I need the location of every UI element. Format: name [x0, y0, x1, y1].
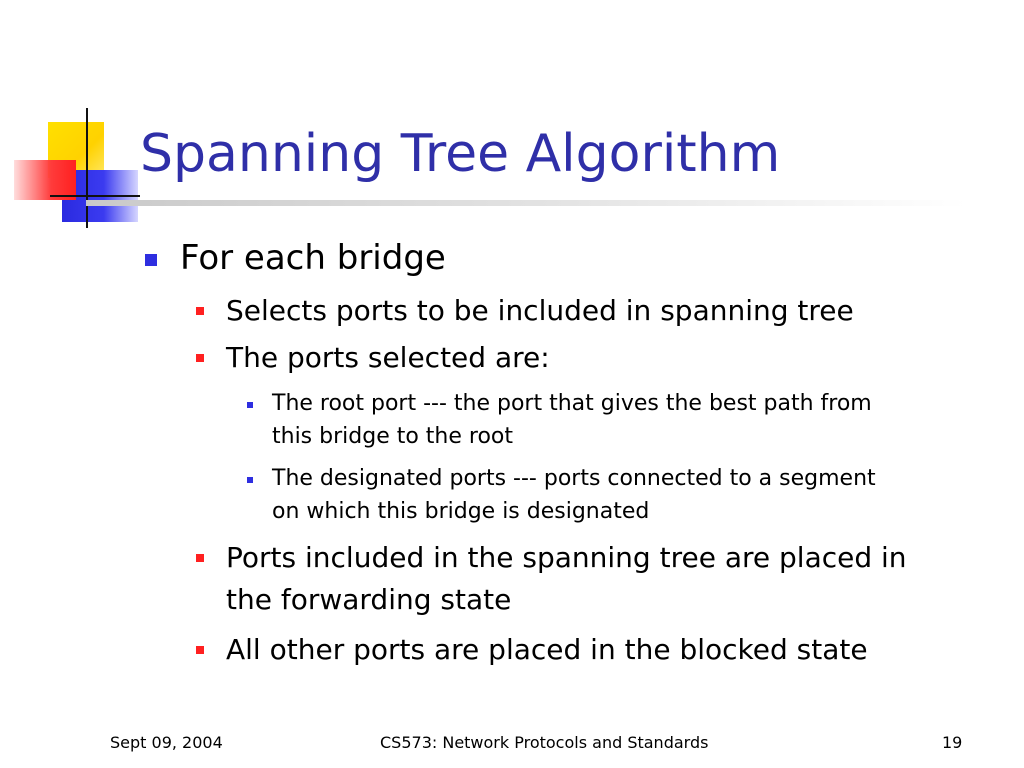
bullet-level3-text: The designated ports --- ports connected… [272, 466, 876, 491]
bullet-level3-text-cont: this bridge to the root [272, 424, 514, 449]
bullet-level2-text: Ports included in the spanning tree are … [226, 541, 907, 574]
bullet-marker-level3 [247, 477, 253, 483]
bullet-level1-text: For each bridge [180, 238, 446, 278]
bullet-level2-text: All other ports are placed in the blocke… [226, 633, 868, 666]
title-underline [86, 200, 966, 206]
logo-horizontal-line [50, 195, 140, 197]
footer-date: Sept 09, 2004 [110, 733, 223, 752]
logo-vertical-line [86, 108, 88, 228]
bullet-marker-level1 [145, 254, 157, 266]
bullet-level2-text-cont: the forwarding state [226, 583, 512, 616]
bullet-marker-level3 [247, 402, 253, 408]
bullet-marker-level2 [196, 646, 204, 654]
bullet-level2-text: The ports selected are: [226, 341, 550, 374]
logo-red-square [14, 160, 76, 200]
footer-page-number: 19 [942, 733, 963, 752]
bullet-level3-text: The root port --- the port that gives th… [272, 391, 872, 416]
bullet-level3-text-cont: on which this bridge is designated [272, 499, 650, 524]
bullet-marker-level2 [196, 307, 204, 315]
footer-course: CS573: Network Protocols and Standards [380, 733, 709, 752]
bullet-marker-level2 [196, 554, 204, 562]
slide-title: Spanning Tree Algorithm [140, 124, 781, 184]
bullet-marker-level2 [196, 354, 204, 362]
slide-logo-decoration [0, 0, 150, 240]
bullet-level2-text: Selects ports to be included in spanning… [226, 294, 854, 327]
